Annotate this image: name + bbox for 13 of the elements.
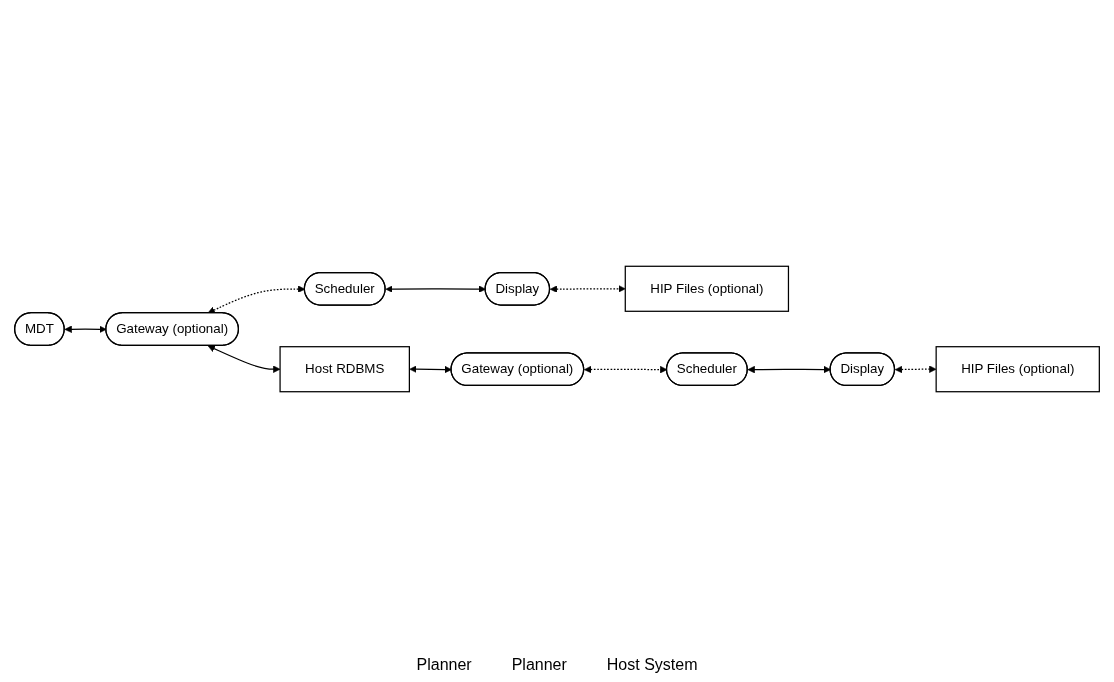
arrow: [385, 285, 486, 293]
text-label: Planner: [511, 656, 567, 674]
node-box: HIP Files (optional): [624, 265, 790, 312]
text-label: Planner: [416, 656, 472, 674]
arrow: [409, 365, 452, 374]
arrow: [207, 345, 281, 373]
arrow: [64, 325, 107, 333]
arrow: [747, 365, 831, 374]
node-box: Host RDBMS: [279, 346, 410, 393]
arrow: [549, 285, 626, 293]
node-box: HIP Files (optional): [935, 346, 1100, 393]
text-label: Host System: [606, 656, 698, 674]
arrow: [894, 365, 937, 374]
